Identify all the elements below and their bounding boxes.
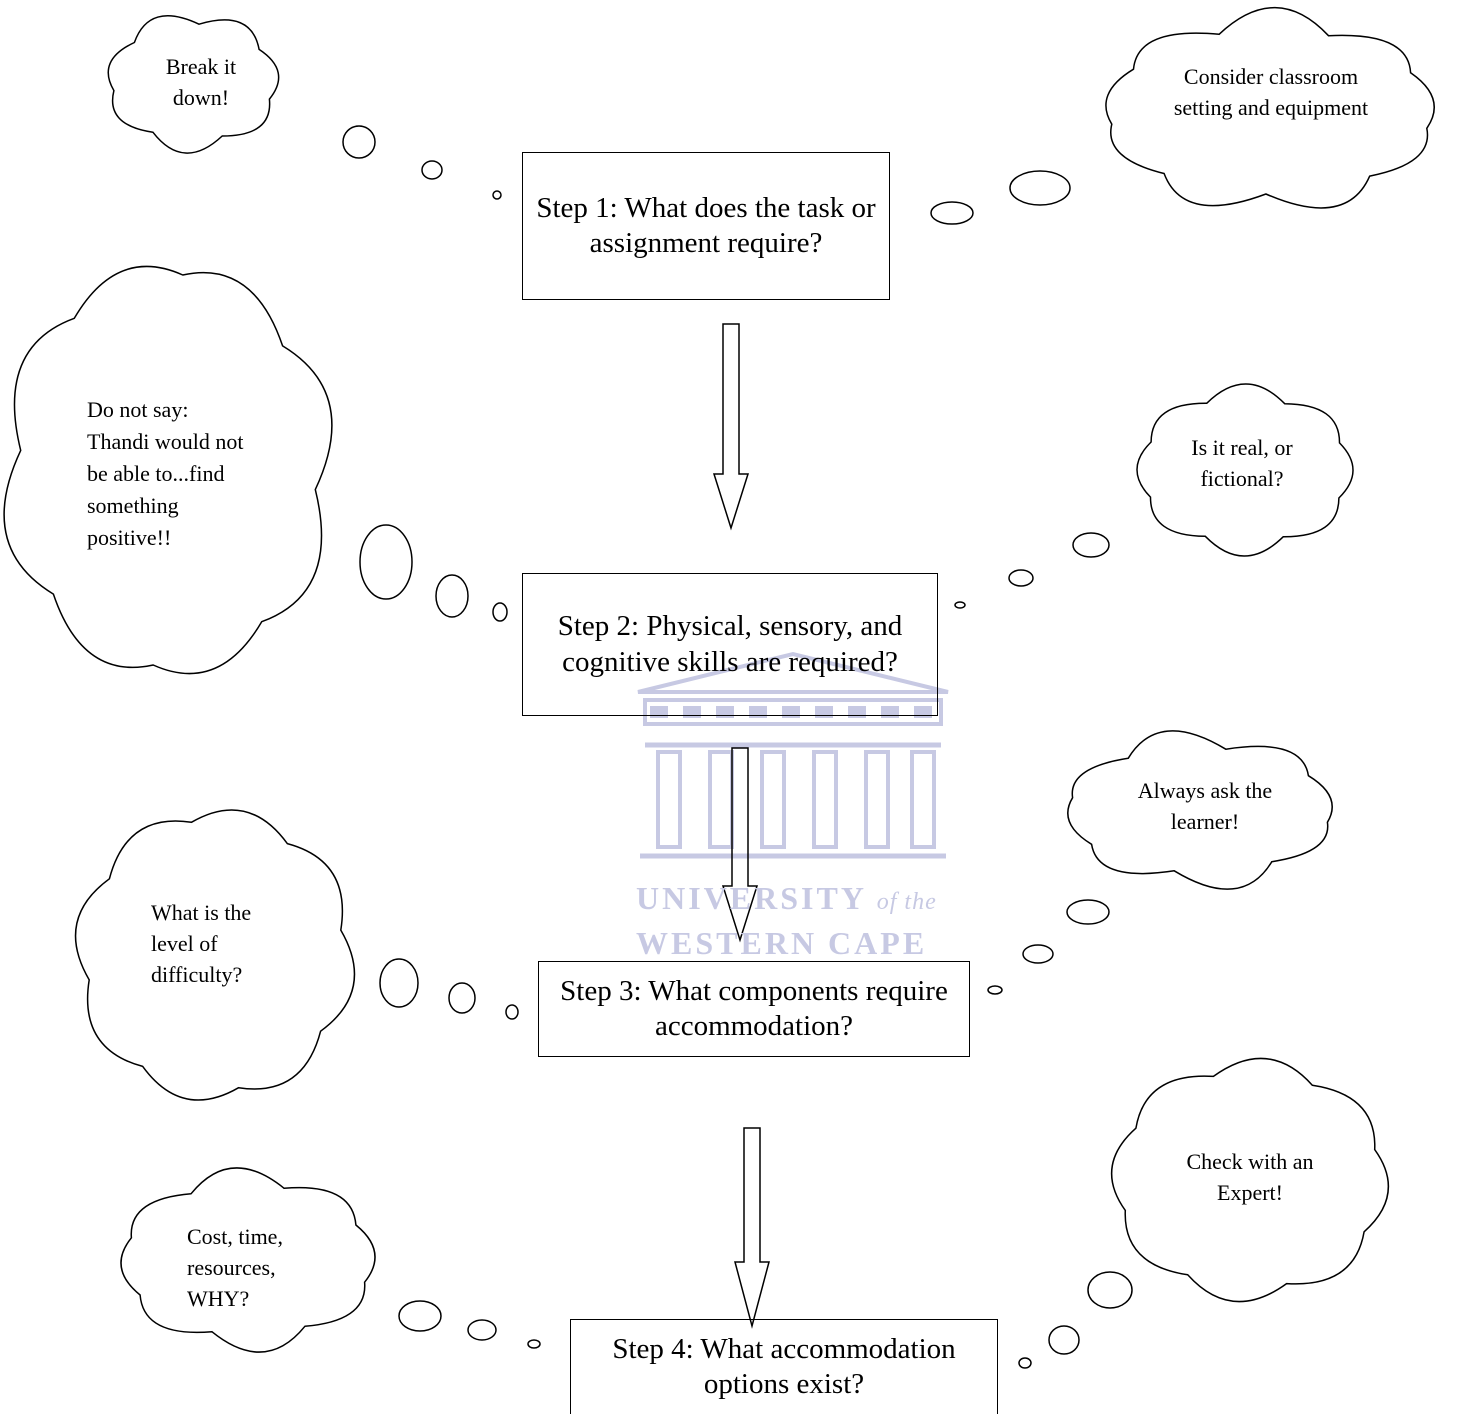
watermark-entablature (643, 698, 943, 726)
cloud-classroom (1105, 6, 1435, 209)
cloud-check-expert (1110, 1057, 1390, 1303)
thought-bubble (492, 602, 508, 622)
watermark-university: UNIVERSITY (636, 880, 866, 916)
thought-bubble (1066, 899, 1110, 925)
thought-bubble (448, 982, 476, 1014)
step-4-box: Step 4: What accommodation options exist… (570, 1319, 998, 1414)
watermark-column (812, 750, 838, 849)
watermark-column (708, 750, 734, 849)
thought-bubble (421, 160, 443, 180)
cloud-do-not-say (3, 265, 333, 675)
thought-real-or-fictional: Is it real, or fictional? (1191, 435, 1293, 491)
thought-check-expert: Check with an Expert! (1186, 1149, 1314, 1205)
thought-bubble (379, 958, 419, 1008)
thought-bubble (987, 985, 1003, 995)
thought-bubble (467, 1319, 497, 1341)
thought-cost-time: Cost, time, resources, WHY? (187, 1224, 283, 1311)
arrow-step2-to-step3 (721, 747, 759, 943)
arrow-step3-to-step4 (734, 1127, 770, 1329)
thought-bubble (342, 125, 376, 159)
thought-bubble (435, 574, 469, 618)
step-2-box: Step 2: Physical, sensory, and cognitive… (522, 573, 938, 716)
watermark-line1: UNIVERSITY of the (636, 880, 937, 917)
cloud-ask-learner (1067, 730, 1333, 890)
watermark-column (864, 750, 890, 849)
thought-ask-learner: Always ask the learner! (1137, 778, 1273, 834)
watermark-column (910, 750, 936, 849)
watermark-of-the: of the (876, 889, 937, 915)
arrow-step1-to-step2 (712, 323, 750, 531)
watermark-column (656, 750, 682, 849)
thought-classroom: Consider classroom setting and equipment (1173, 64, 1369, 120)
thought-bubble (359, 524, 413, 600)
thought-bubble (930, 201, 974, 225)
cloud-cost-time (120, 1167, 376, 1353)
thought-bubble (1018, 1357, 1032, 1369)
watermark-line2: WESTERN CAPE (636, 925, 928, 961)
thought-bubble (492, 190, 502, 200)
thought-bubble (505, 1004, 519, 1020)
cloud-level-of-difficulty (74, 809, 356, 1101)
thought-bubble (1009, 170, 1071, 206)
thought-bubble (527, 1339, 541, 1349)
thought-bubble (398, 1300, 442, 1332)
cloud-real-or-fictional (1136, 383, 1354, 557)
thought-level-of-difficulty: What is the level of difficulty? (151, 900, 252, 987)
thought-bubble (1048, 1325, 1080, 1355)
step-1-box: Step 1: What does the task or assignment… (522, 152, 890, 300)
thought-bubble (1072, 532, 1110, 558)
thought-bubble (1087, 1271, 1133, 1309)
thought-bubble (954, 601, 966, 609)
watermark-column (760, 750, 786, 849)
cloud-break-it-down (107, 15, 280, 154)
thought-bubble (1008, 569, 1034, 587)
thought-bubble (1022, 944, 1054, 964)
thought-do-not-say: Do not say: Thandi would not be able to.… (87, 397, 244, 550)
step-3-box: Step 3: What components require accommod… (538, 961, 970, 1057)
thought-break-it-down: Break it down! (165, 54, 237, 110)
watermark-pediment (637, 651, 949, 694)
